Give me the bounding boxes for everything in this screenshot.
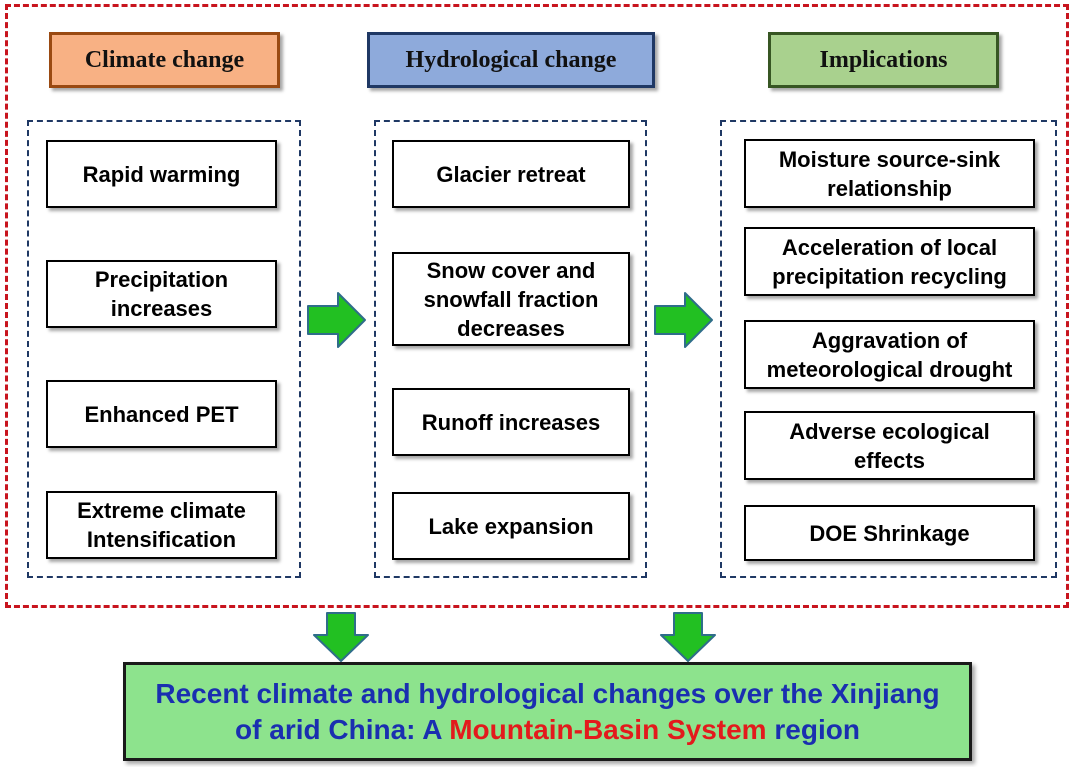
hydrological-item: Runoff increases [392, 388, 630, 456]
implication-item: Moisture source-sink relationship [744, 139, 1035, 208]
hydrological-column-frame [374, 120, 647, 578]
implication-item-line: meteorological drought [766, 356, 1013, 382]
implication-item-line: DOE Shrinkage [809, 520, 970, 546]
hydrological-item-line: Glacier retreat [436, 161, 586, 187]
climate-item: Precipitation increases [46, 260, 277, 328]
header-climate-change: Climate change [49, 32, 280, 88]
arrow-down-icon [660, 612, 716, 662]
implication-item-line: Adverse ecological [789, 418, 990, 444]
hydrological-item-line: snowfall fraction [423, 286, 599, 312]
hydrological-item: Glacier retreat [392, 140, 630, 208]
climate-item-line: Intensification [86, 527, 237, 552]
implication-item: Adverse ecological effects [744, 411, 1035, 480]
hydrological-item-line: Runoff increases [421, 409, 601, 435]
header-climate-label: Climate change [84, 46, 245, 73]
climate-item-line: Enhanced PET [84, 401, 239, 427]
climate-item: Extreme climate Intensification [46, 491, 277, 559]
climate-item: Rapid warming [46, 140, 277, 208]
climate-item-line: Rapid warming [82, 161, 241, 187]
header-hydrological-label: Hydrological change [405, 46, 617, 73]
hydrological-item: Lake expansion [392, 492, 630, 560]
hydrological-item-line: Lake expansion [428, 513, 594, 539]
arrow-right-icon [307, 292, 366, 348]
header-hydrological-change: Hydrological change [367, 32, 655, 88]
outer-dashed-frame [5, 4, 1069, 608]
climate-item-line: increases [110, 296, 213, 321]
climate-item-line: Precipitation [94, 267, 229, 292]
implication-item-line: effects [854, 447, 925, 473]
implication-item-line: precipitation recycling [772, 263, 1007, 289]
implication-item-line: Moisture source-sink [778, 146, 1001, 172]
conclusion-line-2-end: region [766, 713, 860, 745]
hydrological-item-line: Snow cover and [426, 257, 596, 283]
climate-item: Enhanced PET [46, 380, 277, 448]
conclusion-line-1: Recent climate and hydrological changes … [155, 677, 940, 709]
climate-column-frame [27, 120, 301, 578]
arrow-down-icon [313, 612, 369, 662]
implications-column-frame [720, 120, 1057, 578]
implication-item: Aggravation of meteorological drought [744, 320, 1035, 389]
header-implications-label: Implications [819, 46, 948, 73]
header-implications: Implications [768, 32, 999, 88]
implication-item: Acceleration of local precipitation recy… [744, 227, 1035, 296]
arrow-right-icon [654, 292, 713, 348]
hydrological-item-line: decreases [457, 315, 565, 341]
climate-item-line: Extreme climate [77, 498, 246, 523]
implication-item-line: Acceleration of local [781, 234, 998, 260]
conclusion-line-2-start: of arid China: A [235, 713, 450, 745]
implication-item-line: Aggravation of [811, 327, 968, 353]
implication-item-line: relationship [827, 175, 952, 201]
hydrological-item: Snow cover and snowfall fraction decreas… [392, 252, 630, 346]
conclusion-box: Recent climate and hydrological changes … [123, 662, 972, 761]
conclusion-line-2: of arid China: A Mountain-Basin System r… [235, 712, 860, 748]
conclusion-highlight: Mountain-Basin System [449, 713, 767, 745]
implication-item: DOE Shrinkage [744, 505, 1035, 561]
